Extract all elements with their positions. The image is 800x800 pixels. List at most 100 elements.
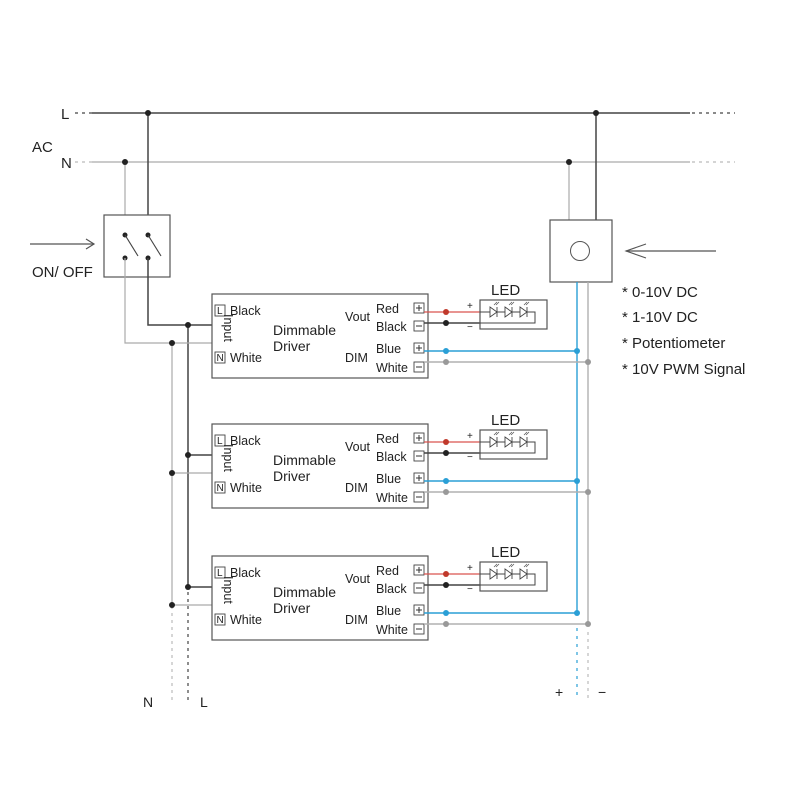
- led-emission-icon: [510, 301, 515, 306]
- junction-dot: [169, 602, 175, 608]
- l-wire-label: Black: [230, 304, 261, 318]
- vout-pos-wire-label: Red: [376, 302, 399, 316]
- dimmer-knob-icon[interactable]: [570, 241, 590, 261]
- junction-dot: [585, 621, 591, 627]
- arrow-head-icon: [624, 243, 647, 259]
- junction-dot: [585, 359, 591, 365]
- n-wire-label: White: [230, 351, 262, 365]
- plus-terminal-icon: [413, 302, 425, 314]
- input-label: Input: [221, 444, 235, 472]
- junction-dot: [443, 610, 449, 616]
- bottom-minus-label: −: [598, 684, 606, 700]
- l-wire-label: Black: [230, 566, 261, 580]
- vout-neg-wire-label: Black: [376, 450, 407, 464]
- dimmable-driver-box[interactable]: [211, 555, 429, 641]
- led-emission-icon: [495, 431, 500, 436]
- led-emission-icon: [508, 301, 513, 306]
- minus-terminal-icon: [413, 582, 425, 594]
- n-wire-label: White: [230, 613, 262, 627]
- dimmable-driver-box[interactable]: [211, 423, 429, 509]
- junction-dot: [593, 110, 599, 116]
- dim-neg-wire-label: White: [376, 361, 408, 375]
- vout-neg-wire-label: Black: [376, 582, 407, 596]
- plus-terminal-icon: [413, 432, 425, 444]
- led-emission-icon: [508, 431, 513, 436]
- driver-unit: LNInputBlackWhiteDimmableDriverVoutDIMRe…: [169, 544, 591, 641]
- driver-title: Dimmable: [273, 452, 336, 468]
- junction-dot: [185, 452, 191, 458]
- dimmer-option: * 1-10V DC: [622, 309, 698, 326]
- dimmer-option: * Potentiometer: [622, 335, 725, 352]
- junction-dot: [443, 571, 449, 577]
- bottom-plus-label: +: [555, 684, 563, 700]
- dimmer-control[interactable]: [549, 219, 613, 283]
- plus-terminal-icon: [413, 564, 425, 576]
- led-emission-icon: [493, 301, 498, 306]
- l-terminal-icon: [214, 434, 226, 447]
- dimmable-driver-box[interactable]: [211, 293, 429, 379]
- n-terminal-label: N: [217, 615, 224, 626]
- driver-title: Dimmable: [273, 322, 336, 338]
- minus-terminal-icon: [413, 623, 425, 635]
- n-wire-label: White: [230, 481, 262, 495]
- dim-label: DIM: [345, 481, 368, 495]
- junction-dot: [185, 322, 191, 328]
- junction-dot: [443, 348, 449, 354]
- led-emission-icon: [508, 563, 513, 568]
- led-diode-icon: [504, 306, 513, 318]
- switch-blade: [124, 234, 139, 257]
- junction-dot: [169, 340, 175, 346]
- led-diode-icon: [489, 306, 498, 318]
- led-emission-icon: [523, 301, 528, 306]
- junction-dot: [443, 320, 449, 326]
- l-terminal-label: L: [217, 436, 223, 447]
- driver-title: Driver: [273, 600, 311, 616]
- junction-dot: [443, 450, 449, 456]
- led-emission-icon: [510, 563, 515, 568]
- led-diode-icon: [519, 306, 528, 318]
- minus-terminal-icon: [413, 491, 425, 503]
- led-emission-icon: [525, 301, 530, 306]
- vout-neg-wire-label: Black: [376, 320, 407, 334]
- led-diode-icon: [504, 568, 513, 580]
- junction-dot: [145, 110, 151, 116]
- led-label: LED: [491, 412, 520, 429]
- l-terminal-icon: [214, 304, 226, 317]
- junction-dot: [169, 470, 175, 476]
- led-minus-label: −: [467, 322, 473, 333]
- l-terminal-label: L: [217, 306, 223, 317]
- junction-dot: [122, 159, 128, 165]
- vout-pos-wire-label: Red: [376, 432, 399, 446]
- junction-dot: [443, 309, 449, 315]
- bottom-l-label: L: [200, 694, 208, 710]
- minus-terminal-icon: [413, 450, 425, 462]
- led-minus-label: −: [467, 452, 473, 463]
- led-label: LED: [491, 544, 520, 561]
- input-label: Input: [221, 314, 235, 342]
- switched-l-wire: [147, 258, 188, 326]
- driver-title: Driver: [273, 468, 311, 484]
- vout-label: Vout: [345, 572, 371, 586]
- junction-dot: [443, 359, 449, 365]
- dim-pos-wire-label: Blue: [376, 472, 401, 486]
- junction-dot: [443, 489, 449, 495]
- junction-dot: [185, 584, 191, 590]
- dim-pos-wire-label: Blue: [376, 342, 401, 356]
- dimmer-option: * 10V PWM Signal: [622, 361, 745, 378]
- led-diode-icon: [519, 568, 528, 580]
- on-off-switch[interactable]: [103, 214, 171, 278]
- ac-label: AC: [32, 139, 53, 156]
- junction-dot: [443, 621, 449, 627]
- dim-neg-wire-label: White: [376, 623, 408, 637]
- n-terminal-icon: [214, 613, 226, 626]
- led-label: LED: [491, 282, 520, 299]
- n-terminal-icon: [214, 481, 226, 494]
- led-plus-label: +: [467, 563, 473, 574]
- junction-dot: [574, 610, 580, 616]
- driver-title: Dimmable: [273, 584, 336, 600]
- plus-terminal-icon: [413, 604, 425, 616]
- led-diode-icon: [519, 436, 528, 448]
- mains-line-label: L: [61, 106, 69, 123]
- led-emission-icon: [510, 431, 515, 436]
